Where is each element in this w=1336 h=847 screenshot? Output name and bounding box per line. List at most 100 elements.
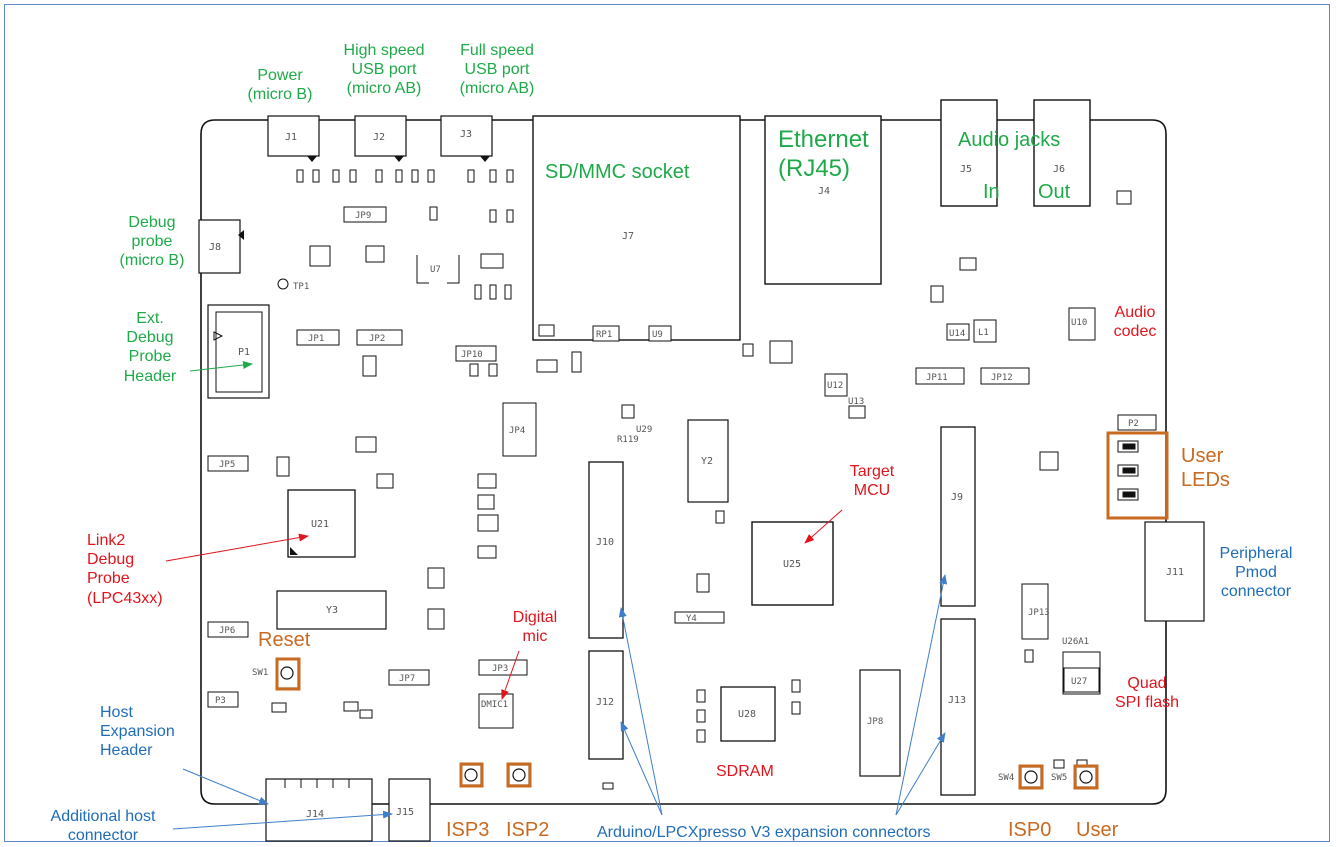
arrow-arduino-3: [895, 574, 948, 816]
highlight-user-leds: [1106, 431, 1169, 520]
mcu-chip-u25: [751, 521, 834, 606]
board-outline: [200, 119, 1167, 805]
host-header-j14: [265, 778, 373, 842]
label-sd-mmc: SD/MMC socket: [545, 161, 690, 183]
label-isp2: ISP2: [506, 819, 550, 841]
designator-p2: P2: [1128, 419, 1139, 429]
designator-j5: J5: [960, 164, 972, 175]
highlight-reset-switch: [275, 657, 301, 691]
arrow-additional-host: [172, 810, 393, 830]
host-connector-j15: [388, 778, 431, 842]
designator-p1: P1: [238, 347, 250, 358]
label-isp3: ISP3: [446, 819, 490, 841]
highlight-boxes: [275, 431, 1169, 790]
pmod-connector-j11: [1144, 521, 1205, 622]
label-host-expansion: Host Expansion Header: [100, 704, 175, 760]
user-led-components: [1117, 440, 1139, 501]
designator-jp12: JP12: [991, 373, 1013, 383]
designator-u21: U21: [311, 519, 329, 530]
designator-u10: U10: [1071, 318, 1087, 328]
header-j10: [588, 461, 624, 639]
designator-u29: U29: [636, 425, 652, 435]
designator-j13: J13: [948, 695, 966, 706]
arrow-arduino-2: [620, 721, 663, 816]
switches: [276, 658, 1097, 788]
designator-r119: R119: [617, 435, 639, 445]
label-debug-probe: Debug probe (micro B): [119, 214, 185, 270]
arrow-arduino-1: [618, 607, 663, 816]
designator-j9: J9: [951, 492, 963, 503]
label-user-button: User: [1076, 819, 1119, 841]
designator-jp4: JP4: [509, 426, 525, 436]
designator-j15: J15: [396, 807, 414, 818]
image-frame: [4, 4, 1330, 842]
designator-j1: J1: [285, 132, 297, 143]
label-ethernet: Ethernet (RJ45): [778, 126, 869, 182]
arrow-ext-debug: [189, 361, 253, 372]
designator-jp1: JP1: [308, 334, 324, 344]
designator-u7: U7: [430, 265, 441, 275]
designator-j12: J12: [596, 697, 614, 708]
designator-rp1: RP1: [596, 330, 612, 340]
designator-u14: U14: [949, 329, 965, 339]
arrow-host-exp: [182, 768, 269, 805]
designator-jp13: JP13: [1028, 608, 1050, 618]
designator-y3: Y3: [326, 605, 338, 616]
link2-chip-u21: [287, 489, 356, 558]
designator-jp11: JP11: [926, 373, 948, 383]
label-audio-out: Out: [1038, 181, 1071, 203]
debug-usb-j8: [198, 219, 241, 274]
misc-components: RP1 U9 U10 U14 L1 U12 U29 U13 U7 DMIC1 U…: [277, 254, 1101, 729]
label-user-leds: User LEDs: [1181, 445, 1230, 491]
designator-dmic1: DMIC1: [481, 700, 508, 710]
designator-jp8: JP8: [867, 717, 883, 727]
arrow-arduino-4: [895, 732, 946, 816]
designator-sw5: SW5: [1051, 773, 1067, 783]
designator-j6: J6: [1053, 164, 1065, 175]
label-peripheral-pmod: Peripheral Pmod connector: [1219, 545, 1293, 601]
audio-jack-j5: [940, 99, 998, 207]
designator-p3: P3: [215, 696, 226, 706]
designator-j14: J14: [306, 809, 324, 820]
designator-j8: J8: [209, 242, 221, 253]
label-quad-spi: Quad SPI flash: [1114, 675, 1180, 712]
smd-components: [271, 169, 1132, 790]
label-ext-debug-header: Ext. Debug Probe Header: [123, 310, 177, 385]
highlight-isp2-switch: [506, 762, 532, 788]
label-isp0: ISP0: [1008, 819, 1052, 841]
highlight-isp0-switch: [1018, 764, 1044, 790]
header-j9: [940, 426, 976, 607]
designator-j3: J3: [460, 129, 472, 140]
designator-jp9: JP9: [355, 211, 371, 221]
designator-j7: J7: [622, 231, 634, 242]
designator-u9: U9: [652, 330, 663, 340]
designator-sw4: SW4: [998, 773, 1014, 783]
designator-y4: Y4: [686, 614, 697, 624]
designator-l1: L1: [978, 328, 989, 338]
label-audio-in: In: [983, 181, 1000, 203]
designator-j10: J10: [596, 537, 614, 548]
sdram-chip-u28: [720, 686, 776, 742]
label-additional-host: Additional host connector: [50, 808, 156, 845]
label-reset: Reset: [258, 629, 311, 651]
designator-jp5: JP5: [219, 460, 235, 470]
designator-u13: U13: [848, 397, 864, 407]
sd-socket-j7: [532, 115, 741, 341]
designator-sw1: SW1: [252, 668, 268, 678]
label-digital-mic: Digital mic: [512, 609, 558, 646]
designator-jp10: JP10: [461, 350, 483, 360]
label-audio-jacks: Audio jacks: [958, 129, 1061, 151]
header-j12: [588, 650, 624, 760]
crystal-y2: [687, 419, 729, 503]
jumper-jp8: [859, 669, 901, 777]
connector-j3: [440, 115, 493, 157]
designator-jp2: JP2: [369, 334, 385, 344]
audio-jack-j6: [1033, 99, 1091, 207]
designator-y2: Y2: [701, 456, 713, 467]
label-sdram: SDRAM: [716, 763, 774, 780]
highlight-user-switch: [1073, 764, 1099, 790]
designator-jp3: JP3: [492, 664, 508, 674]
designator-jp6: JP6: [219, 626, 235, 636]
header-j13: [940, 618, 976, 796]
ethernet-j4: [764, 115, 882, 285]
